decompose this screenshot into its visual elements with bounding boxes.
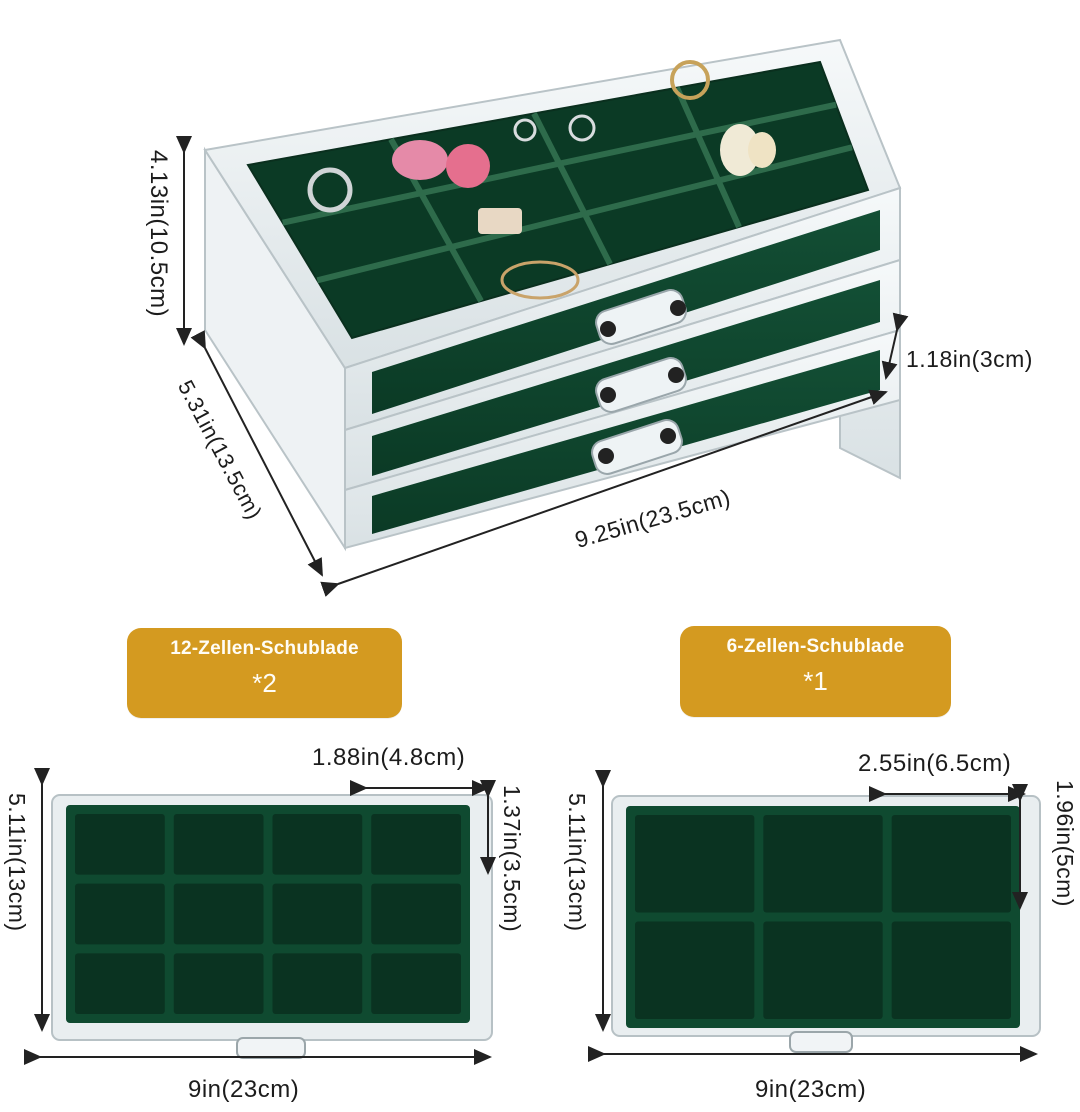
tray-6-cell-width-label: 2.55in(6.5cm) [858,750,1012,777]
earring-pink-icon [392,140,448,180]
tray-6-compartment [763,921,883,1019]
tray-6-badge-name: 6-Zellen-Schublade [726,636,905,657]
top-tray-divider-vertical [674,86,742,229]
silver-hoop-icon [513,118,537,142]
depth-arrow [190,330,323,577]
tray-12-compartment [173,883,264,945]
earring-pink-icon [446,144,490,188]
tray-6-compartment [763,815,883,913]
tray-12-compartment [371,883,461,945]
tray-12-cell [51,794,493,1059]
tray-6-height-label: 5.11in(13cm) [564,793,590,932]
tray-12-compartment [272,814,363,875]
jewelry-organizer-illustration [176,38,909,597]
tray-6-compartment [891,815,1011,913]
tray-12-frame [51,794,493,1041]
tray-6-cell [611,795,1041,1053]
tray-12-compartment [272,953,363,1014]
width-arrow [320,389,888,597]
tray-6-cells [635,815,1011,1019]
tray-12-width-label: 9in(23cm) [188,1076,300,1103]
tray-6-velvet [626,806,1020,1028]
drawer-handle-1[interactable] [593,287,689,347]
organizer-height-label: 4.13in(10.5cm) [145,150,172,318]
tray-6-compartment [891,921,1011,1019]
gold-ring-icon [670,60,710,100]
tray-12-compartment [371,953,461,1014]
tray-12-height-label: 5.11in(13cm) [4,793,30,932]
tray-12-compartment [173,814,264,875]
tray-6-badge-count: *1 [803,666,828,696]
tray-6-width-label: 9in(23cm) [755,1076,867,1103]
top-tray-dividers [282,86,853,303]
tray-6-compartment [635,815,755,913]
top-tray-divider-horizontal [282,101,837,226]
tray-12-badge-count: *2 [252,668,277,698]
tray-6-handle [789,1031,853,1053]
top-tray-divider-vertical [531,112,613,266]
silver-ring-icon [307,167,353,213]
tray-12-compartment [371,814,461,875]
tray-12-compartment [173,953,264,1014]
tray-12-cell-height-label: 1.37in(3.5cm) [499,785,525,933]
tray-12-compartment [75,814,165,875]
tray-12-cell-width-label: 1.88in(4.8cm) [312,744,466,771]
tray-12-compartment [75,883,165,945]
silver-hoop-icon [568,114,596,142]
tray-6-badge: 6-Zellen-Schublade *1 [680,626,951,717]
pearl-earring-icon [748,132,776,168]
tray-12-handle [236,1037,306,1059]
tray-12-compartment [272,883,363,945]
tray-6-cell-height-label: 1.96in(5cm) [1052,780,1078,907]
hoop-earring-icon [500,260,580,300]
tray-12-badge: 12-Zellen-Schublade *2 [127,628,402,718]
tray-12-velvet [66,805,470,1023]
top-tray-divider-horizontal [316,144,853,284]
drawer-height-arrow [881,312,909,380]
tray-12-compartment [75,953,165,1014]
tray-12-badge-name: 12-Zellen-Schublade [170,638,359,659]
tray-6-frame [611,795,1041,1037]
jewelry-items [307,60,776,300]
tray-12-cells [75,814,461,1014]
stud-earring-icon [478,208,522,234]
pearl-earring-icon [720,124,760,176]
drawer-height-label: 1.18in(3cm) [906,346,1033,372]
tray-6-compartment [635,921,755,1019]
